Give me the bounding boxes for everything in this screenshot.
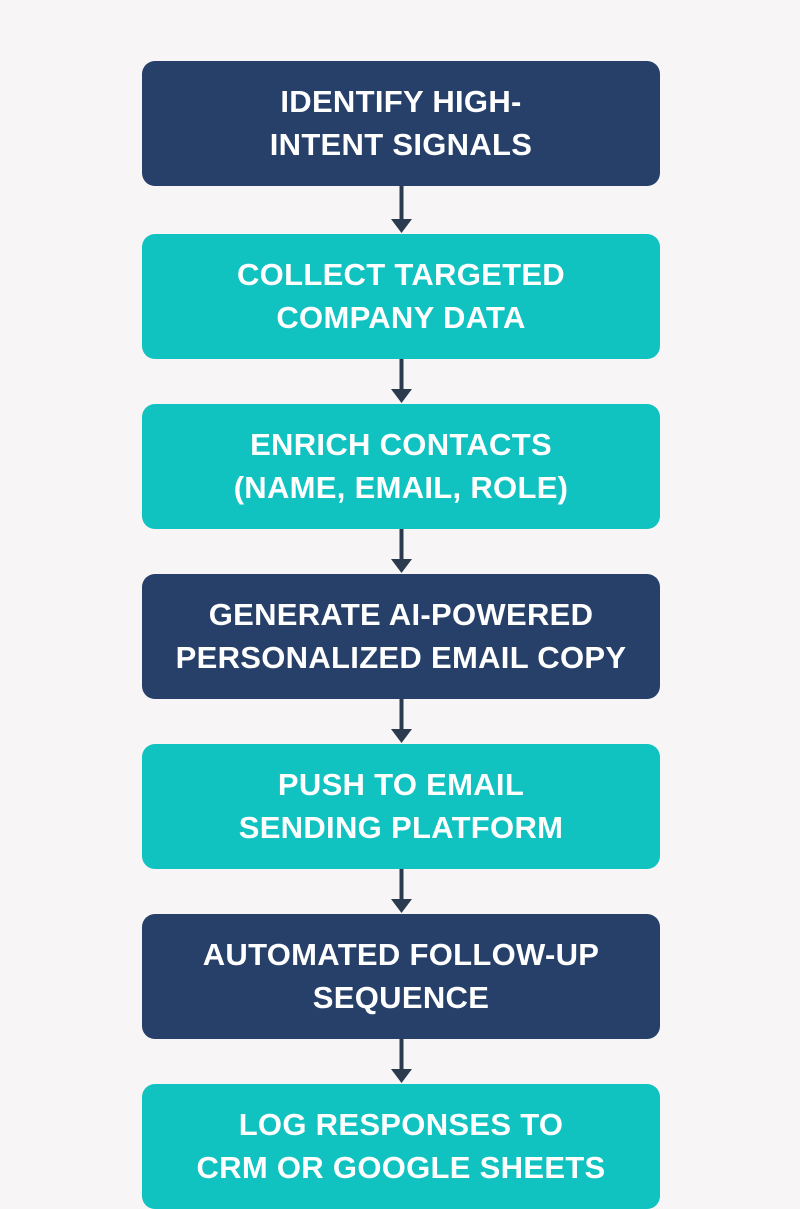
flow-step-label: COLLECT TARGETED COMPANY DATA — [237, 257, 565, 335]
flow-step-5-push-to-email-sending-platform[interactable]: PUSH TO EMAIL SENDING PLATFORM — [142, 744, 660, 869]
flow-arrow-6-to-7 — [0, 1039, 800, 1084]
flow-step-label: LOG RESPONSES TO CRM OR GOOGLE SHEETS — [196, 1107, 606, 1185]
flow-arrow-5-to-6 — [0, 869, 800, 914]
flow-step-label: PUSH TO EMAIL SENDING PLATFORM — [238, 767, 564, 845]
flow-step-7-log-responses-to-crm-or-google-sheets[interactable]: LOG RESPONSES TO CRM OR GOOGLE SHEETS — [142, 1084, 660, 1209]
flow-step-6-automated-follow-up-sequence[interactable]: AUTOMATED FOLLOW-UP SEQUENCE — [142, 914, 660, 1039]
flow-step-1-identify-high-intent-signals[interactable]: IDENTIFY HIGH- INTENT SIGNALS — [142, 61, 660, 186]
flow-arrow-4-to-5 — [0, 699, 800, 744]
flow-arrow-2-to-3 — [0, 359, 800, 404]
flow-step-3-enrich-contacts[interactable]: ENRICH CONTACTS (NAME, EMAIL, ROLE) — [142, 404, 660, 529]
flow-arrow-1-to-2 — [0, 186, 800, 234]
flow-step-label: IDENTIFY HIGH- INTENT SIGNALS — [269, 84, 533, 162]
flow-step-label: GENERATE AI-POWERED PERSONALIZED EMAIL C… — [175, 597, 627, 675]
flow-step-2-collect-targeted-company-data[interactable]: COLLECT TARGETED COMPANY DATA — [142, 234, 660, 359]
flow-step-4-generate-ai-powered-personalized-email-copy[interactable]: GENERATE AI-POWERED PERSONALIZED EMAIL C… — [142, 574, 660, 699]
flow-arrow-3-to-4 — [0, 529, 800, 574]
flow-step-label: AUTOMATED FOLLOW-UP SEQUENCE — [202, 937, 600, 1015]
flow-step-label: ENRICH CONTACTS (NAME, EMAIL, ROLE) — [233, 427, 569, 505]
